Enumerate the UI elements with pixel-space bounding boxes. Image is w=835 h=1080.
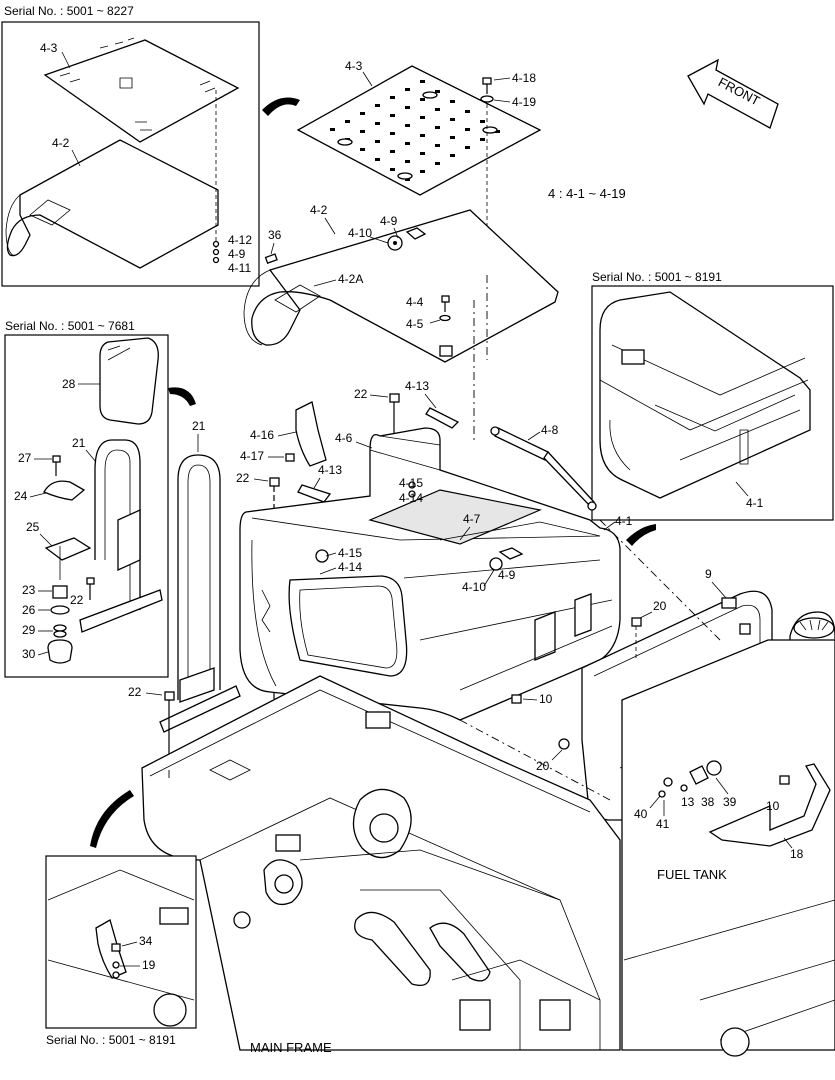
label-21-left: 21 [72, 436, 86, 450]
label-inset-4-1: 4-1 [746, 496, 764, 510]
washer-4-19 [480, 95, 494, 103]
label-29: 29 [22, 623, 36, 637]
label-20-low: 20 [536, 759, 550, 773]
label-4-5: 4-5 [406, 317, 424, 331]
label-20-top: 20 [653, 599, 667, 613]
label-4-17: 4-17 [240, 449, 264, 463]
label-24: 24 [14, 489, 28, 503]
floor-plate-inset [43, 39, 240, 143]
serial-top-left: Serial No. : 5001 ~ 8227 [4, 4, 134, 18]
floor-plate-main [296, 65, 542, 196]
label-13: 13 [681, 795, 695, 809]
label-4-19: 4-19 [512, 95, 536, 109]
front-arrow: FRONT [687, 58, 779, 129]
label-22-left: 22 [70, 593, 84, 607]
label-39: 39 [723, 795, 737, 809]
label-10-right: 10 [766, 799, 780, 813]
label-40: 40 [634, 807, 648, 821]
label-4-9-top: 4-9 [380, 214, 398, 228]
label-27: 27 [18, 451, 32, 465]
group-range-note: 4 : 4-1 ~ 4-19 [548, 186, 626, 201]
bracket-18 [708, 763, 831, 847]
label-4-6: 4-6 [335, 431, 353, 445]
inset-top-left: Serial No. : 5001 ~ 8227 4-3 4-2 4-12 4-… [1, 4, 260, 287]
callout-arrow-left [168, 387, 196, 406]
label-18: 18 [790, 847, 804, 861]
label-34: 34 [139, 934, 153, 948]
label-inset-4-2: 4-2 [52, 136, 70, 150]
label-4-13-mid: 4-13 [318, 463, 342, 477]
fuel-tank [621, 639, 835, 1051]
main-frame-label: MAIN FRAME [250, 1040, 332, 1055]
label-4-16: 4-16 [250, 428, 274, 442]
label-inset-4-11: 4-11 [228, 261, 251, 275]
label-4-4: 4-4 [406, 295, 424, 309]
label-4-10-box: 4-10 [462, 580, 486, 594]
label-41: 41 [656, 817, 670, 831]
label-inset-4-12: 4-12 [228, 233, 252, 247]
callout-arrow-bottom [90, 790, 134, 848]
label-36: 36 [268, 228, 282, 242]
main-frame [141, 675, 835, 1057]
label-30: 30 [22, 647, 36, 661]
label-4-13-top: 4-13 [405, 379, 429, 393]
callout-arrow-top [262, 97, 300, 116]
inset-right: Serial No. : 5001 ~ 8191 [591, 270, 834, 521]
label-22-mid: 22 [236, 471, 250, 485]
serial-bottom-left: Serial No. : 5001 ~ 8191 [46, 1033, 176, 1047]
label-4-9-box: 4-9 [498, 568, 516, 582]
label-25: 25 [26, 520, 40, 534]
bolt-4-18 [482, 77, 492, 85]
label-inset-4-3: 4-3 [40, 41, 58, 55]
label-23: 23 [22, 583, 36, 597]
label-21-center: 21 [192, 419, 206, 433]
label-22-top: 22 [354, 387, 368, 401]
label-38: 38 [701, 795, 715, 809]
label-22-low: 22 [128, 685, 142, 699]
side-box-main [239, 427, 621, 721]
label-26: 26 [22, 603, 36, 617]
label-4-14-top: 4-14 [399, 491, 423, 505]
label-10-box: 10 [539, 692, 553, 706]
callout-arrow-right [626, 524, 656, 546]
label-4-1: 4-1 [615, 514, 633, 528]
serial-mid-left: Serial No. : 5001 ~ 7681 [5, 319, 135, 333]
mirror [99, 337, 159, 425]
label-4-14-low: 4-14 [338, 560, 362, 574]
label-4-15-top: 4-15 [399, 476, 423, 490]
label-4-8: 4-8 [541, 423, 559, 437]
gas-spring [490, 426, 597, 511]
label-4-18: 4-18 [512, 71, 536, 85]
inset-bottom-left: Serial No. : 5001 ~ 8191 [45, 855, 197, 1047]
fuel-tank-label: FUEL TANK [657, 867, 727, 882]
serial-right: Serial No. : 5001 ~ 8191 [592, 270, 722, 284]
label-4-3: 4-3 [345, 59, 363, 73]
label-inset-4-9: 4-9 [228, 247, 246, 261]
inset-left: Serial No. : 5001 ~ 7681 [4, 319, 169, 678]
mirror-stay-main [159, 454, 241, 733]
label-4-2a: 4-2A [338, 272, 363, 286]
label-19: 19 [142, 958, 156, 972]
label-9: 9 [705, 567, 712, 581]
label-4-2: 4-2 [310, 203, 328, 217]
label-4-7: 4-7 [463, 512, 481, 526]
label-28: 28 [62, 377, 76, 391]
label-4-10-top: 4-10 [348, 226, 372, 240]
label-4-15-low: 4-15 [338, 546, 362, 560]
hood-cover [243, 209, 559, 363]
